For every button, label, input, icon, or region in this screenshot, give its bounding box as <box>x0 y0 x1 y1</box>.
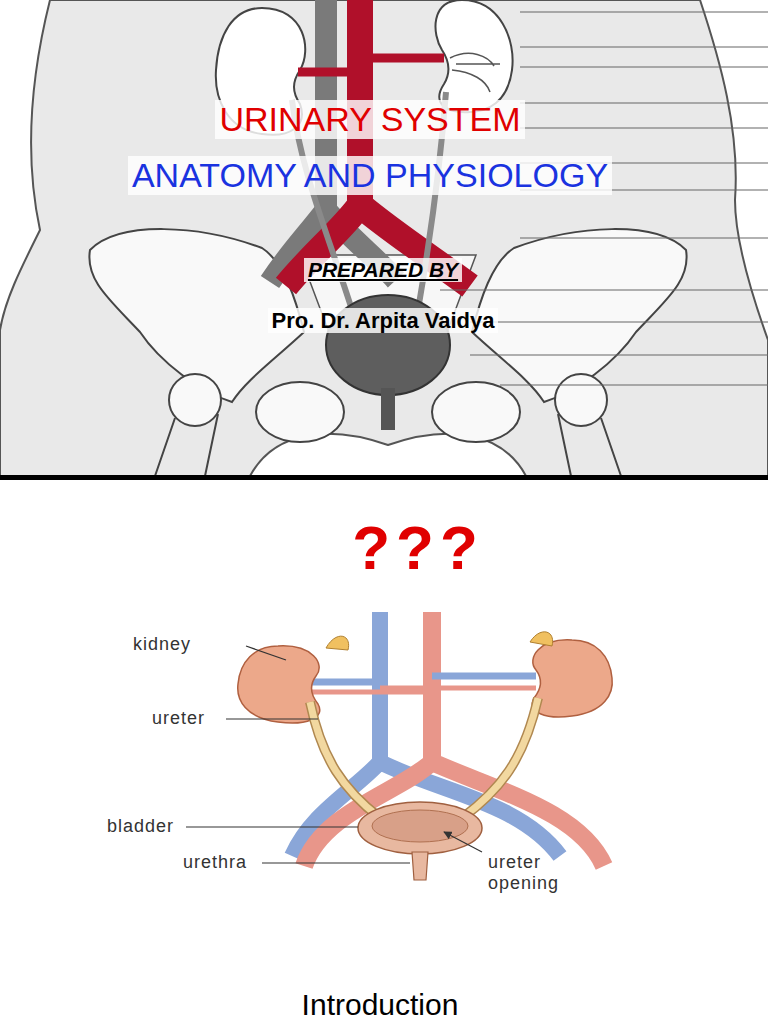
byline-heading: PREPARED BY <box>304 258 462 282</box>
adrenal-gland <box>326 636 349 650</box>
leader-arrow <box>444 832 482 852</box>
question-marks: ??? <box>352 512 484 583</box>
ureter-outline <box>310 698 538 818</box>
leader-line <box>186 826 358 827</box>
right-pubis <box>432 382 520 442</box>
torso-outline <box>0 0 768 476</box>
urethra-shape <box>381 388 395 430</box>
bladder-shape <box>358 802 482 854</box>
renal-arteries <box>312 688 536 692</box>
part-label: ureter <box>152 708 205 729</box>
right-femur-head <box>555 374 607 426</box>
adrenal-gland <box>530 632 553 646</box>
renal-arteries <box>298 58 444 72</box>
slide-title: URINARY SYSTEM <box>215 100 524 139</box>
part-label: bladder <box>107 816 174 837</box>
kidney-hilum <box>450 53 500 92</box>
leader-line <box>226 718 318 719</box>
section-heading: Introduction <box>302 988 459 1023</box>
part-label: kidney <box>133 634 191 655</box>
part-label: ureter opening <box>488 852 584 893</box>
body-illustration <box>0 0 768 476</box>
urethra-shape <box>412 852 428 880</box>
right-kidney <box>532 640 612 717</box>
left-pubis <box>256 382 344 442</box>
renal-veins <box>312 676 536 682</box>
slide-separator <box>0 475 768 480</box>
part-label: urethra <box>183 852 247 873</box>
ureter-tube <box>310 698 538 818</box>
leader-line <box>262 862 410 863</box>
urinary-diagram <box>186 612 612 880</box>
author-name: Pro. Dr. Arpita Vaidya <box>268 308 499 333</box>
slide-ground <box>0 0 768 476</box>
slide-subtitle: ANATOMY AND PHYSIOLOGY <box>128 156 612 195</box>
left-femur-head <box>169 374 221 426</box>
leader-line <box>246 646 286 660</box>
